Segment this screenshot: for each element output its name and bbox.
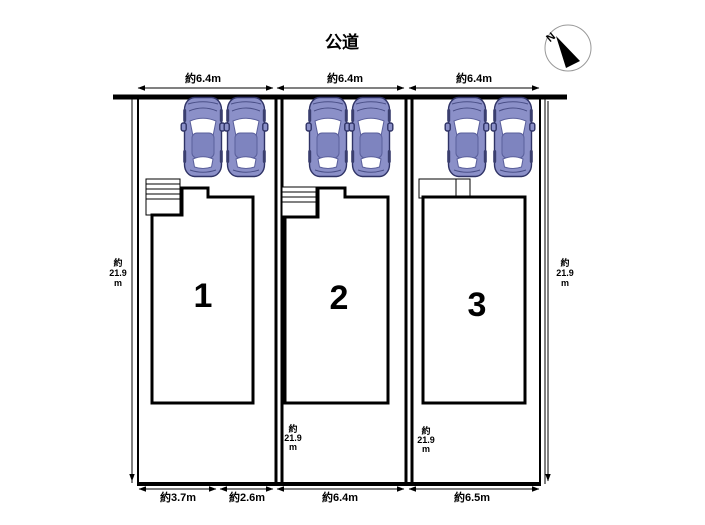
lot-number-2: 2	[330, 279, 349, 317]
car-icon	[490, 96, 536, 178]
dimension-label: 約6.4m	[185, 71, 221, 85]
stairs-icon	[281, 186, 317, 217]
lot-number-1: 1	[194, 277, 213, 315]
depth-label-left: 約 21.9 m	[109, 257, 127, 288]
car-icon	[305, 96, 351, 178]
compass-north-label: N	[544, 31, 558, 45]
dimension-label: 約6.4m	[327, 71, 363, 85]
depth-label-lot2: 約 21.9 m	[284, 423, 302, 452]
porch-icon	[418, 178, 471, 199]
bottom-dimensions: 約3.7m 約2.6m 約6.4m 約6.5m	[138, 486, 540, 504]
dimension-label: 約6.5m	[454, 490, 490, 504]
top-dimensions: 約6.4m 約6.4m 約6.4m	[137, 71, 540, 91]
svg-text:約: 約	[113, 257, 122, 268]
svg-text:約: 約	[421, 425, 430, 436]
svg-text:約: 約	[288, 423, 297, 434]
compass-needle-icon	[556, 36, 580, 68]
car-icon	[444, 96, 490, 178]
building-outline-lot2	[283, 186, 390, 405]
compass: N	[544, 24, 592, 72]
compass-circle	[544, 24, 592, 72]
svg-text:21.9: 21.9	[417, 435, 435, 445]
svg-text:21.9: 21.9	[284, 433, 302, 443]
lot-number-3: 3	[468, 286, 487, 324]
road-title: 公道	[325, 32, 359, 52]
svg-text:m: m	[114, 278, 122, 288]
svg-text:m: m	[289, 442, 297, 452]
dimension-label: 約2.6m	[229, 490, 265, 504]
car-icon	[223, 96, 269, 178]
building-outline-lot3	[421, 195, 527, 405]
car-icon	[180, 96, 226, 178]
dimension-label: 約3.7m	[160, 490, 196, 504]
dimension-label: 約6.4m	[322, 490, 358, 504]
svg-text:21.9: 21.9	[109, 268, 127, 278]
dimension-label: 約6.4m	[456, 71, 492, 85]
car-icon	[348, 96, 394, 178]
svg-text:m: m	[422, 444, 430, 454]
depth-label-right: 約 21.9 m	[556, 257, 574, 288]
svg-text:約: 約	[560, 257, 569, 268]
svg-text:m: m	[561, 278, 569, 288]
building-outline-lot1	[150, 186, 255, 405]
svg-text:21.9: 21.9	[556, 268, 574, 278]
depth-label-lot3: 約 21.9 m	[417, 425, 435, 454]
stairs-icon	[145, 178, 181, 216]
